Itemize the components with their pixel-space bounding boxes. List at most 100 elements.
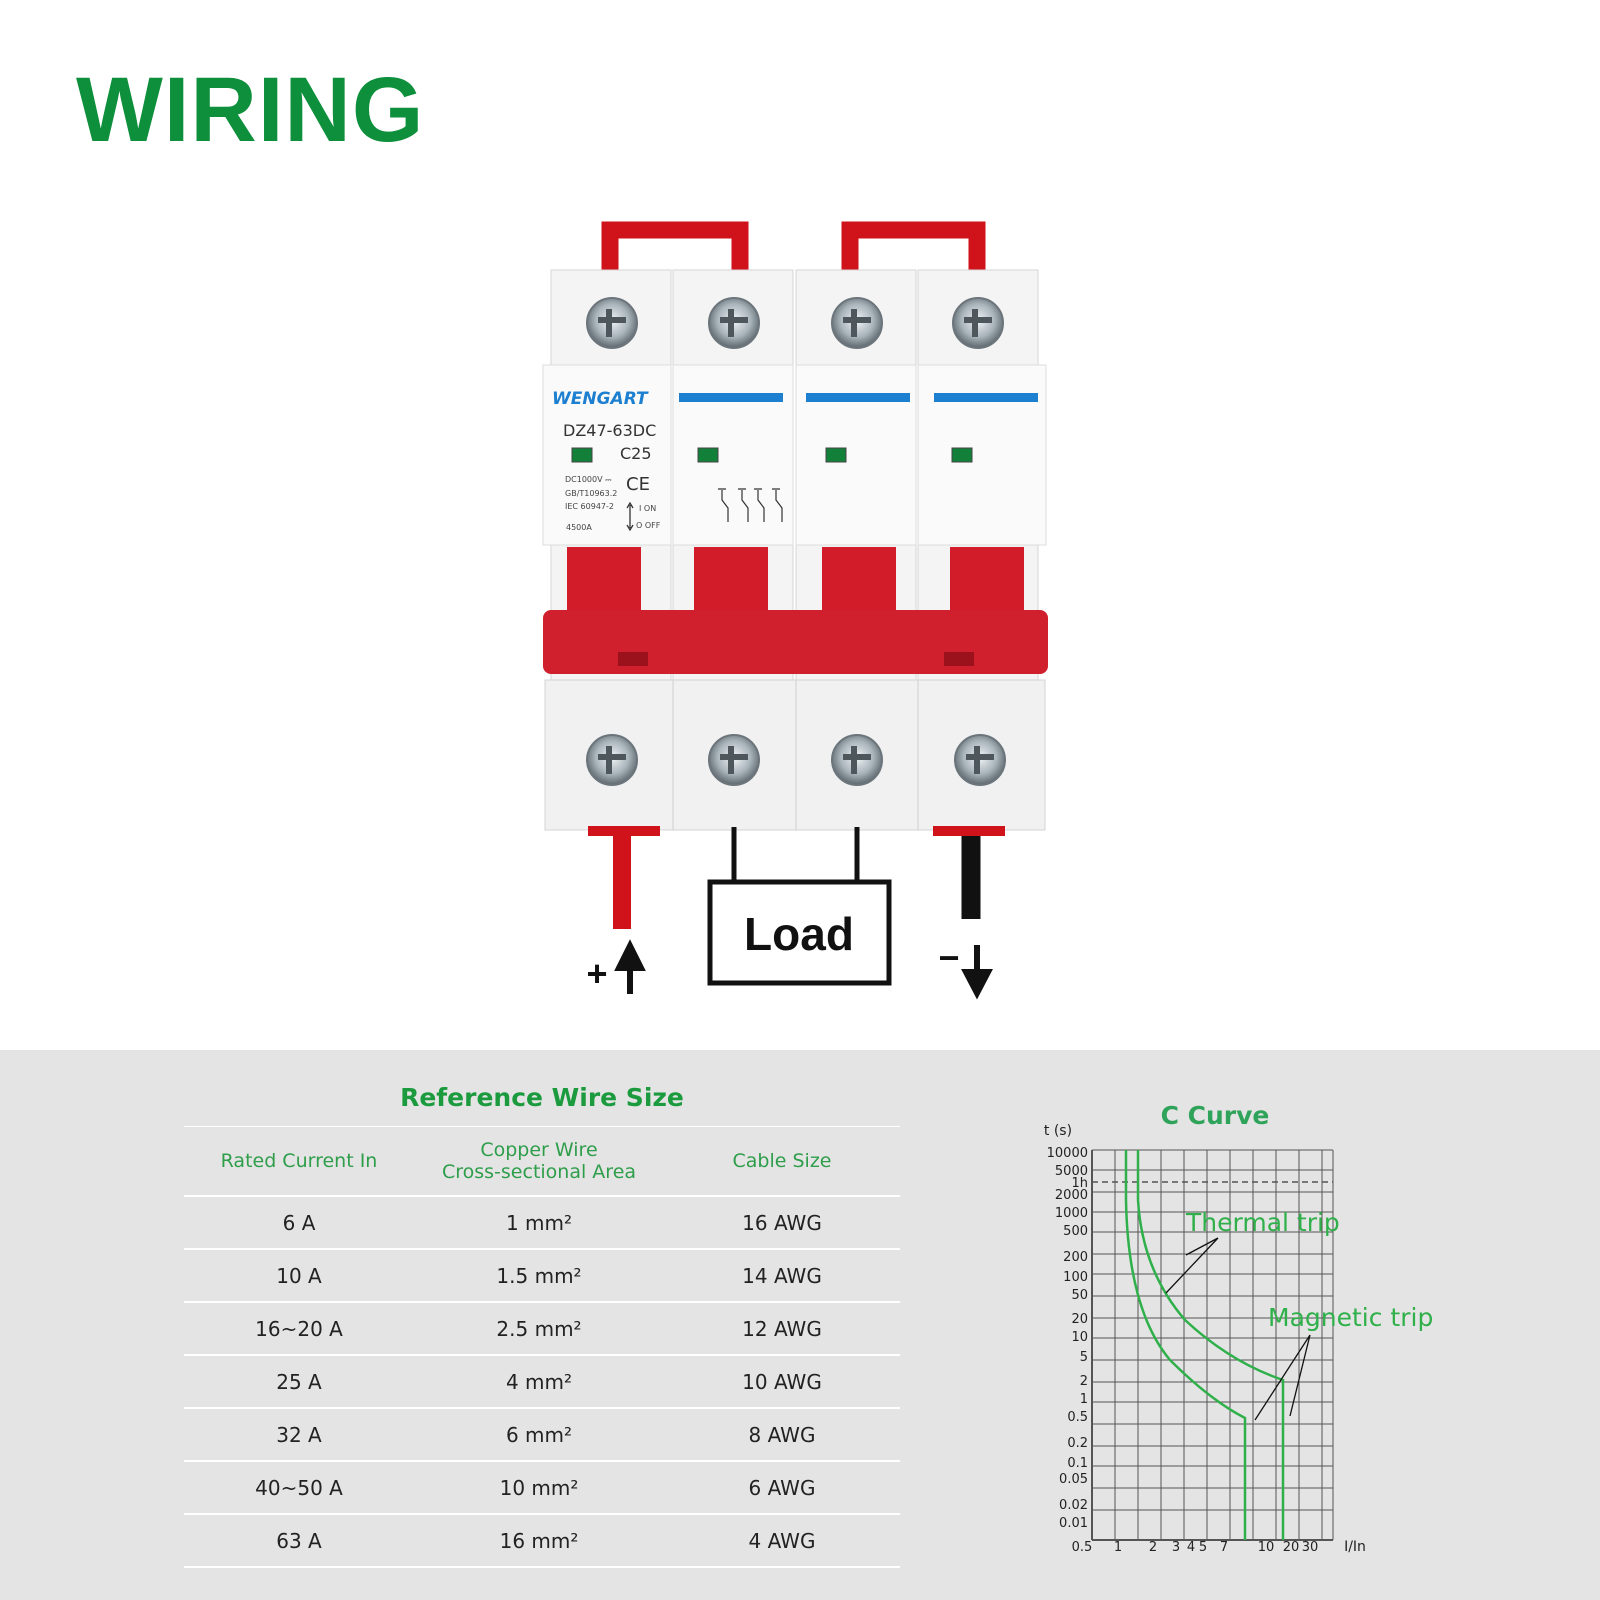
x-tick-label: 3 bbox=[1172, 1540, 1180, 1555]
cell-cable: 16 AWG bbox=[664, 1196, 900, 1250]
table-title: Reference Wire Size bbox=[400, 1083, 684, 1112]
screw-terminals bbox=[586, 297, 1006, 786]
arrow-down-icon bbox=[961, 945, 993, 1000]
indicator-window bbox=[825, 447, 847, 463]
cell-cable: 6 AWG bbox=[664, 1461, 900, 1515]
cell-current: 6 A bbox=[184, 1196, 414, 1250]
load-label: Load bbox=[744, 908, 854, 960]
y-tick-label: 2 bbox=[1080, 1374, 1088, 1389]
x-unit-label: I/In bbox=[1344, 1539, 1366, 1555]
y-tick-label: 5 bbox=[1080, 1350, 1088, 1365]
x-tick-label: 7 bbox=[1220, 1540, 1228, 1555]
cell-current: 10 A bbox=[184, 1249, 414, 1303]
x-tick-label: 10 bbox=[1258, 1540, 1275, 1555]
indicator-window bbox=[571, 447, 593, 463]
cell-area: 6 mm² bbox=[414, 1408, 664, 1462]
breaker-wiring-diagram: WENGART DZ47-63DC C25 DC1000V ⎓ GB/T1096… bbox=[542, 221, 1048, 1000]
y-tick-label: 0.2 bbox=[1067, 1436, 1088, 1451]
on-label: I ON bbox=[639, 504, 656, 513]
cell-area: 4 mm² bbox=[414, 1355, 664, 1409]
y-tick-label: 500 bbox=[1063, 1224, 1088, 1239]
thermal-trip-label: Thermal trip bbox=[1185, 1208, 1340, 1237]
x-tick-label: 30 bbox=[1302, 1540, 1319, 1555]
off-label: O OFF bbox=[636, 521, 661, 530]
header-rated-current: Rated Current In bbox=[184, 1126, 414, 1197]
spec-voltage: DC1000V ⎓ bbox=[565, 475, 612, 484]
header-copper-wire: Copper Wire Cross-sectional Area bbox=[414, 1126, 664, 1197]
y-tick-label: 1 bbox=[1080, 1392, 1088, 1407]
cell-current: 16~20 A bbox=[184, 1302, 414, 1356]
cell-area: 1 mm² bbox=[414, 1196, 664, 1250]
indicator-window bbox=[951, 447, 973, 463]
cell-area: 1.5 mm² bbox=[414, 1249, 664, 1303]
x-tick-label: 20 bbox=[1283, 1540, 1300, 1555]
y-tick-label: 0.02 bbox=[1059, 1498, 1088, 1513]
y-tick-label: 1h bbox=[1071, 1176, 1088, 1191]
c-curve-chart: C Curve t (s) I/In 1000050001h2000100050… bbox=[1044, 1101, 1433, 1555]
top-jumper-right bbox=[841, 221, 986, 272]
cell-area: 2.5 mm² bbox=[414, 1302, 664, 1356]
curve-lower-band bbox=[1124, 1150, 1247, 1540]
y-tick-label: 1000 bbox=[1055, 1206, 1088, 1221]
cell-cable: 14 AWG bbox=[664, 1249, 900, 1303]
y-tick-label: 10000 bbox=[1047, 1146, 1088, 1161]
cell-current: 40~50 A bbox=[184, 1461, 414, 1515]
load-wire bbox=[731, 827, 860, 882]
x-tick-label: 5 bbox=[1199, 1540, 1207, 1555]
cell-area: 16 mm² bbox=[414, 1514, 664, 1568]
top-jumper-left bbox=[601, 221, 749, 272]
positive-label: + bbox=[586, 953, 607, 994]
spec-standard: GB/T10963.2 bbox=[565, 489, 617, 498]
header-cable-size: Cable Size bbox=[664, 1126, 900, 1197]
y-tick-labels: 1000050001h200010005002001005020105210.5… bbox=[1047, 1146, 1088, 1531]
indicator-window bbox=[697, 447, 719, 463]
y-tick-label: 2000 bbox=[1055, 1188, 1088, 1203]
curve-upper-band bbox=[1136, 1150, 1285, 1540]
cell-cable: 10 AWG bbox=[664, 1355, 900, 1409]
y-tick-label: 10 bbox=[1071, 1330, 1088, 1345]
page-title: WIRING bbox=[76, 59, 425, 161]
y-tick-label: 5000 bbox=[1055, 1164, 1088, 1179]
y-unit-label: t (s) bbox=[1044, 1123, 1072, 1139]
y-tick-label: 50 bbox=[1071, 1288, 1088, 1303]
magnetic-trip-label: Magnetic trip bbox=[1268, 1303, 1433, 1332]
x-tick-label: 2 bbox=[1149, 1540, 1157, 1555]
pole-schematic-icon bbox=[718, 488, 783, 522]
model-label: DZ47-63DC bbox=[563, 421, 656, 440]
y-tick-label: 0.05 bbox=[1059, 1472, 1088, 1487]
x-tick-label: 4 bbox=[1187, 1540, 1195, 1555]
table-header-row: Rated Current In Copper Wire Cross-secti… bbox=[184, 1126, 900, 1197]
curve-grid bbox=[1091, 1149, 1334, 1541]
y-tick-label: 200 bbox=[1063, 1250, 1088, 1265]
arrow-up-icon bbox=[614, 939, 646, 994]
cell-cable: 8 AWG bbox=[664, 1408, 900, 1462]
on-off-arrow-icon bbox=[626, 501, 634, 532]
curve-title: C Curve bbox=[1161, 1101, 1270, 1130]
x-tick-label: 1 bbox=[1114, 1540, 1122, 1555]
cell-area: 10 mm² bbox=[414, 1461, 664, 1515]
spec-capacity: 4500A bbox=[566, 523, 592, 532]
thermal-pointer bbox=[1165, 1237, 1219, 1294]
cell-current: 63 A bbox=[184, 1514, 414, 1568]
y-tick-label: 0.1 bbox=[1067, 1456, 1088, 1471]
rating-label: C25 bbox=[620, 444, 652, 463]
cell-current: 25 A bbox=[184, 1355, 414, 1409]
spec-iec: IEC 60947-2 bbox=[565, 502, 614, 511]
ce-mark: CE bbox=[626, 474, 650, 495]
brand-logo: WENGART bbox=[552, 389, 649, 409]
wire-size-table-section: Reference Wire Size Rated Current In Cop… bbox=[184, 1083, 900, 1568]
negative-label: − bbox=[938, 937, 959, 978]
cell-cable: 12 AWG bbox=[664, 1302, 900, 1356]
x-tick-label: 0.5 bbox=[1072, 1540, 1093, 1555]
wire-size-table: Rated Current In Copper Wire Cross-secti… bbox=[184, 1126, 900, 1568]
magnetic-pointer bbox=[1254, 1334, 1311, 1421]
toggle-tie-bar[interactable] bbox=[543, 610, 1048, 674]
cell-current: 32 A bbox=[184, 1408, 414, 1462]
